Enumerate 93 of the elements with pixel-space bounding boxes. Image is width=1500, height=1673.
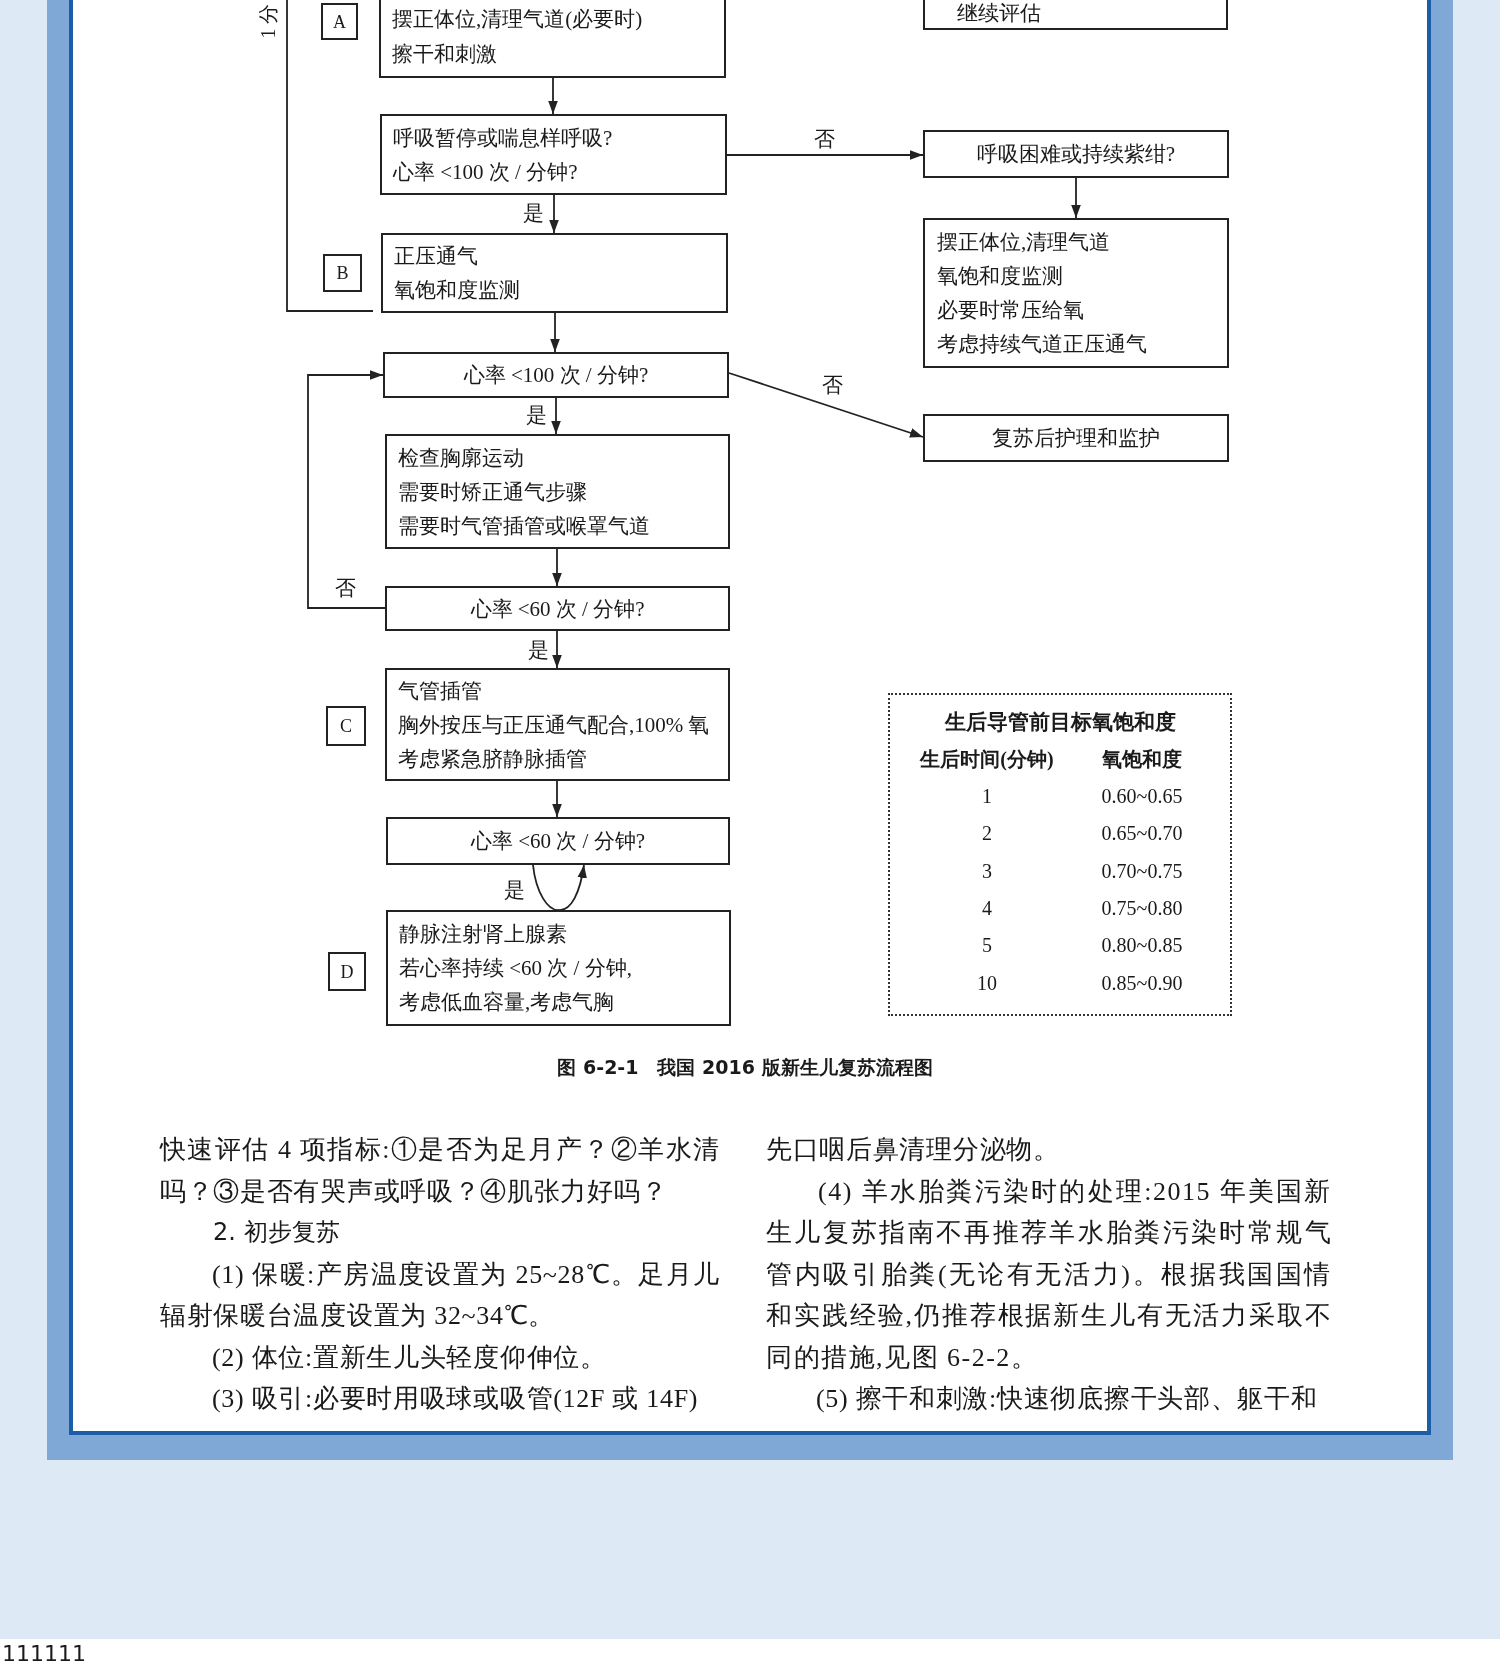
arrow: [552, 548, 562, 587]
action-text: 擦干和刺激: [392, 41, 497, 68]
arrow: [558, 864, 587, 911]
question-box: [923, 130, 1229, 178]
action-text: 继续评估: [957, 1, 1041, 25]
arrow: [726, 150, 924, 160]
question-box: [386, 817, 730, 865]
body-paragraph: 快速评估 4 项指标:①是否为足月产？②羊水清吗？③是否有哭声或呼吸？④肌张力好吗？: [160, 1134, 720, 1208]
action-text: 检查胸廓运动: [398, 444, 524, 472]
action-box: [923, 0, 1228, 30]
question-box: [383, 352, 729, 398]
arrow: [549, 194, 559, 234]
table-header: 氧饱和度: [1102, 747, 1182, 772]
section-heading: 2. 初步复苏: [213, 1217, 340, 1248]
action-box: [386, 910, 731, 1026]
action-text: 气管插管: [398, 677, 482, 705]
question-text: 心率 <100 次 / 分钟?: [463, 362, 649, 389]
arrow: [552, 780, 562, 818]
edge-label: 否: [332, 576, 358, 600]
arrow: [1071, 177, 1081, 219]
arrow: [548, 77, 558, 115]
body-paragraph: 先口咽后鼻清理分泌物。: [766, 1134, 1060, 1166]
step-letter: B: [336, 262, 349, 285]
connector-line: [532, 864, 560, 911]
table-value: 0.75~0.80: [1101, 896, 1183, 921]
figure-caption: 图 6-2-1 我国 2016 版新生儿复苏流程图: [557, 1055, 933, 1080]
edge-label: 否: [811, 127, 837, 151]
step-letter: D: [340, 960, 354, 984]
question-text: 呼吸困难或持续紫绀?: [976, 141, 1176, 168]
table-value: 0.60~0.65: [1101, 784, 1183, 809]
action-box: [379, 0, 726, 78]
arrow: [728, 372, 924, 438]
action-text: 正压通气: [394, 243, 478, 270]
arrow: [551, 397, 561, 435]
action-text: 摆正体位,清理气道(必要时): [392, 6, 643, 33]
step-letter-box: [328, 952, 366, 991]
table-value: 10: [977, 971, 997, 996]
table-value: 3: [982, 859, 992, 884]
action-text: 考虑低血容量,考虑气胸: [399, 989, 615, 1016]
action-text: 若心率持续 <60 次 / 分钟,: [399, 955, 632, 982]
action-text: 考虑持续气道正压通气: [937, 331, 1147, 358]
action-text: 静脉注射肾上腺素: [399, 921, 567, 948]
action-text: 胸外按压与正压通气配合,100% 氧: [398, 711, 710, 739]
arrow: [550, 312, 560, 353]
action-text: 需要时矫正通气步骤: [398, 478, 587, 506]
table-value: 4: [982, 896, 992, 921]
action-text: 氧饱和度监测: [937, 263, 1063, 290]
question-text: 心率 <60 次 / 分钟?: [470, 595, 645, 623]
body-paragraph: (3) 吸引:必要时用吸球或吸管(12F 或 14F): [212, 1383, 699, 1415]
table-title: 生后导管前目标氧饱和度: [944, 709, 1176, 736]
footer-text: 111111: [2, 1640, 86, 1668]
question-box: [385, 586, 730, 631]
table-value: 0.65~0.70: [1101, 821, 1183, 846]
time-label: 1 分: [257, 3, 279, 39]
table-value: 0.80~0.85: [1101, 933, 1183, 958]
action-text: 氧饱和度监测: [394, 277, 520, 304]
edge-label: 否: [819, 373, 845, 397]
table-frame: [888, 693, 1232, 1016]
arrow: [552, 630, 562, 669]
body-paragraph: (5) 擦干和刺激:快速彻底擦干头部、躯干和: [816, 1383, 1318, 1415]
table-header: 生后时间(分钟): [920, 747, 1054, 772]
step-letter: A: [333, 10, 346, 34]
step-letter-box: [321, 3, 358, 40]
arrow: [307, 370, 386, 609]
table-value: 2: [982, 821, 992, 846]
question-text: 呼吸暂停或喘息样呼吸?: [393, 124, 613, 152]
action-text: 需要时气管插管或喉罩气道: [398, 512, 650, 540]
action-text: 摆正体位,清理气道: [937, 229, 1111, 256]
action-text: 考虑紧急脐静脉插管: [398, 745, 587, 773]
table-value: 5: [982, 933, 992, 958]
action-box: [381, 233, 728, 313]
question-box: [380, 114, 727, 195]
step-letter-box: [326, 706, 366, 746]
body-paragraph: (2) 体位:置新生儿头轻度仰伸位。: [212, 1341, 607, 1374]
table-value: 1: [982, 784, 992, 809]
edge-label: 是: [523, 403, 549, 427]
question-text: 心率 <60 次 / 分钟?: [471, 828, 645, 855]
action-box: [923, 218, 1229, 368]
action-text: 必要时常压给氧: [937, 297, 1084, 324]
step-letter: C: [340, 715, 352, 738]
table-value: 0.85~0.90: [1101, 971, 1183, 996]
action-box: [385, 668, 730, 781]
edge-label: 是: [525, 638, 551, 662]
body-paragraph: (1) 保暖:产房温度设置为 25~28℃。足月儿辐射保暖台温度设置为 32~34℃。: [160, 1258, 720, 1332]
action-text: 复苏后护理和监护: [992, 425, 1160, 452]
edge-label: 是: [520, 201, 546, 225]
table-value: 0.70~0.75: [1101, 859, 1183, 884]
action-box: [923, 414, 1229, 462]
action-box: [385, 434, 730, 549]
step-letter-box: [323, 254, 362, 292]
question-text: 心率 <100 次 / 分钟?: [393, 158, 578, 186]
body-paragraph: (4) 羊水胎粪污染时的处理:2015 年美国新生儿复苏指南不再推荐羊水胎粪污染时常规气管内吸引胎粪(无论有无活力)。根据我国国情和实践经验,仍推荐根据新生儿有无活力采取不同的措施,见图 6-2-2。: [766, 1175, 1332, 1374]
edge-label: 是: [501, 878, 527, 902]
